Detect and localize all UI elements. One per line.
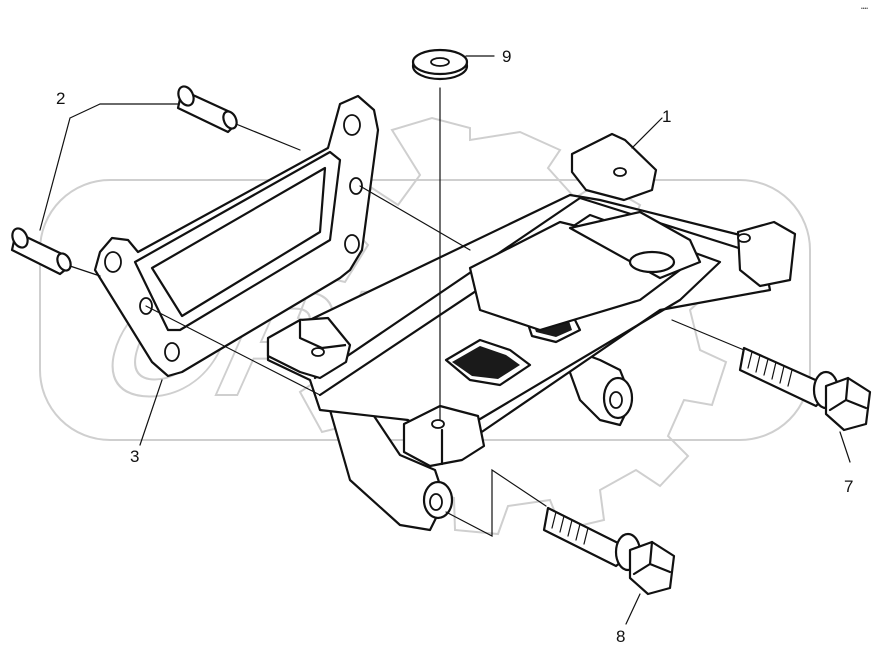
callout-9: 9 [502,47,511,66]
washer [411,48,469,81]
callout-7: 7 [844,477,853,496]
bolt-upper [738,346,872,432]
callout-8: 8 [616,627,625,646]
corner-mark: •••• [861,6,868,12]
callout-2: 2 [56,89,65,108]
main-bracket [266,132,797,532]
bolt-lower [542,506,676,596]
callout-3: 3 [130,447,139,466]
leader-lines [39,55,851,625]
dowel-pins [10,85,238,276]
callouts: 1 2 3 7 8 9 [56,47,853,646]
callout-1: 1 [662,107,671,126]
